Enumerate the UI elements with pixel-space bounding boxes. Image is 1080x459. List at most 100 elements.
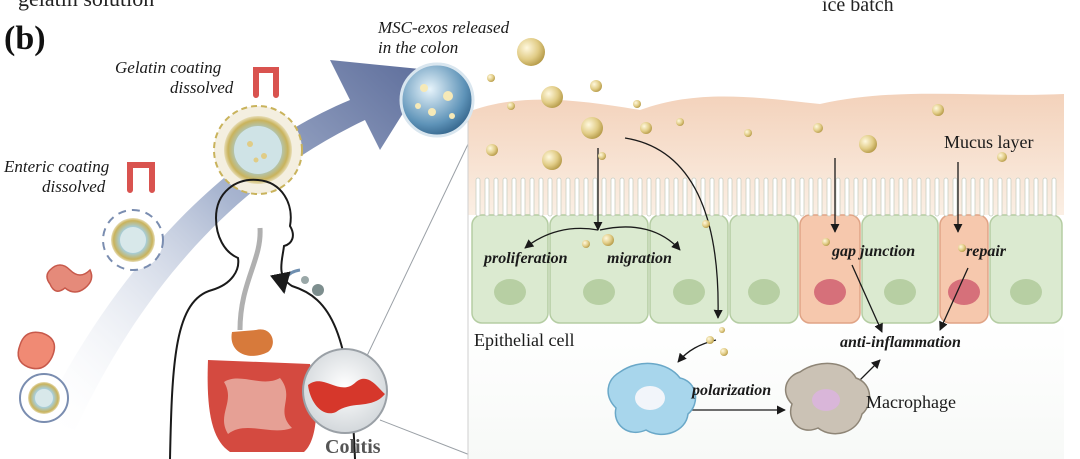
microvillus [1051,177,1057,217]
migration-label: migration [607,250,672,267]
exosome [598,152,606,160]
microvillus [871,177,877,217]
cell-nucleus [948,279,980,305]
microvillus [763,177,769,217]
exosome [997,152,1007,162]
epithelial-cell [649,214,729,324]
microvillus [565,177,571,217]
enteric-label-line2: dissolved [42,177,106,196]
microvillus [1015,177,1021,217]
exosome [542,150,562,170]
exosome [486,144,498,156]
microvillus [817,177,823,217]
microvillus [628,177,634,217]
cell-nucleus [494,279,526,305]
colitis-label: Colitis [325,436,381,458]
microvillus [1024,177,1030,217]
exosome [859,135,877,153]
microvillus [943,177,949,217]
exosome [720,348,728,356]
microvillus [835,177,841,217]
exosome [590,80,602,92]
colitis-magnifier [302,348,388,434]
exosome [932,104,944,116]
epithelial-cell [799,214,861,324]
exosome [581,117,603,139]
microvillus [988,177,994,217]
microvillus [664,177,670,217]
microvillus [1033,177,1039,217]
microvillus [736,177,742,217]
gelatin-label-line2: dissolved [170,78,234,97]
macrophage-label: Macrophage [866,392,956,412]
microvillus [961,177,967,217]
cell-nucleus [673,279,705,305]
microvillus [781,177,787,217]
anti-inflammation-label: anti-inflammation [840,334,961,351]
microvillus [709,177,715,217]
mucus-layer-region [468,93,1064,215]
microvillus [898,177,904,217]
exosome [958,244,966,252]
microvillus [790,177,796,217]
microvillus [646,177,652,217]
stomach-icon [17,331,56,370]
microvillus [475,177,481,217]
released-label-line2: in the colon [378,38,459,57]
epithelial-cell-row [471,214,1063,324]
exosome [517,38,545,66]
panel-label: (b) [4,20,46,57]
microvillus [700,177,706,217]
epithelial-cell [861,214,939,324]
capsule-intact [19,373,69,423]
microvillus [925,177,931,217]
mucus-layer-label: Mucus layer [944,132,1034,152]
delivery-arrow [40,60,430,430]
enteric-label-line1: Enteric coating [4,157,110,176]
cell-nucleus [1010,279,1042,305]
exosome [822,238,830,246]
microvillus [979,177,985,217]
microvillus [727,177,733,217]
capsule-gelatin [213,105,303,195]
gap-junction-label: gap junction [832,243,916,260]
microvillus [1042,177,1048,217]
microvillus [511,177,517,217]
microvillus [619,177,625,217]
microvillus [673,177,679,217]
microvillus [592,177,598,217]
proliferation-label: proliferation [484,250,568,267]
tissue-arrows [524,137,969,415]
microvillus [682,177,688,217]
microvillus [745,177,751,217]
microvillus [844,177,850,217]
exosome [633,100,641,108]
microvillus [718,177,724,217]
microvillus [970,177,976,217]
capsule-enteric [102,209,164,271]
microvilli [475,177,1057,217]
epithelial-cell-label: Epithelial cell [474,330,575,350]
microvillus [808,177,814,217]
gelatin-label-line1: Gelatin coating [115,58,222,77]
microvillus [502,177,508,217]
exosome [702,220,710,228]
microvillus [916,177,922,217]
cell-nucleus [748,279,780,305]
exosome [582,240,590,248]
microvillus [880,177,886,217]
cell-nucleus [884,279,916,305]
fragment-gelatin-solution: gelatin solution [18,0,154,12]
microvillus [853,177,859,217]
microvillus [556,177,562,217]
swallow-arrow [270,268,301,295]
exosome [487,74,495,82]
exosome [507,102,515,110]
microvillus [637,177,643,217]
epithelial-cell [939,214,989,324]
macrophage-m1 [607,362,697,435]
microvillus [799,177,805,217]
repair-label: repair [966,243,1006,260]
microvillus [907,177,913,217]
